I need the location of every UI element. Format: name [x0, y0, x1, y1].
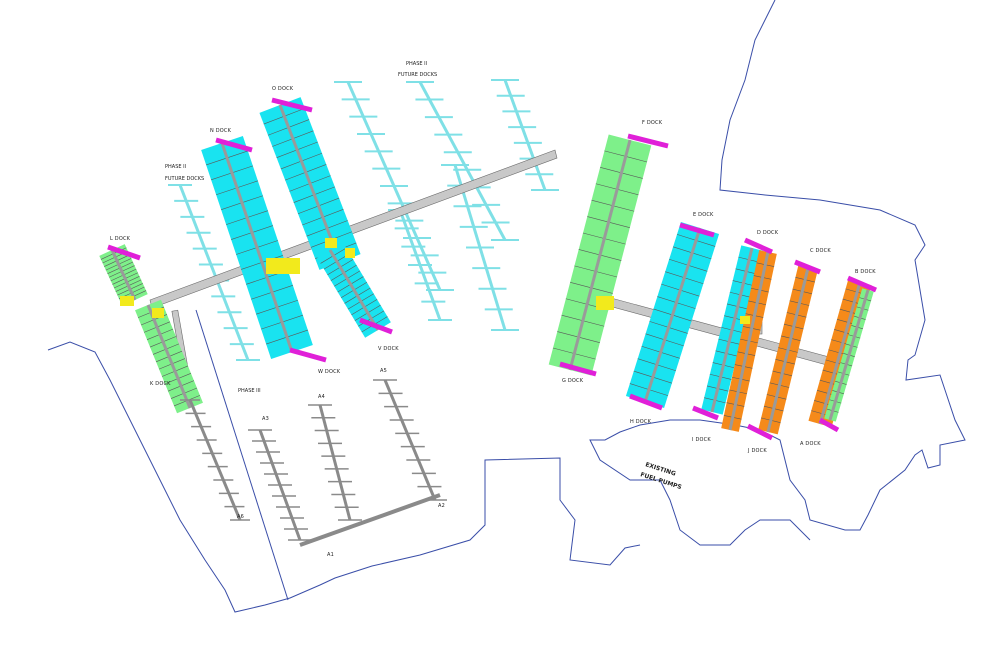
b-dock-spine	[818, 281, 862, 425]
shoreline	[47, 0, 966, 613]
label-l-dock: L DOCK	[110, 236, 131, 242]
dock-end-cap	[746, 423, 774, 441]
label-j-dock: J DOCK	[747, 448, 767, 454]
dock-end-cap	[107, 244, 141, 261]
label-phase-ii-top-1: PHASE II	[406, 61, 427, 67]
dock-end-cap	[271, 97, 313, 113]
service-pad	[266, 258, 300, 274]
label-a-dock: A DOCK	[800, 441, 821, 447]
label-k-dock: K DOCK	[150, 381, 171, 387]
dock-end-cap	[559, 361, 597, 377]
label-d-dock: D DOCK	[757, 230, 779, 236]
service-pad	[120, 296, 134, 306]
dock-end-cap	[289, 347, 327, 363]
shoreline-right	[589, 0, 966, 546]
service-pad	[325, 238, 337, 248]
label-fuel-line2: FUEL PUMPS	[639, 471, 682, 491]
label-a2: A2	[438, 503, 445, 509]
v-dock-spine	[328, 249, 380, 331]
label-a3: A3	[262, 416, 269, 422]
label-phase-ii-left-2: FUTURE DOCKS	[165, 176, 204, 182]
dock-end-cap	[215, 137, 253, 153]
label-a1: A1	[327, 552, 334, 558]
n-dock-spine	[220, 142, 294, 353]
label-e-dock: E DOCK	[693, 212, 714, 218]
docks	[99, 97, 877, 441]
a-section-docks	[180, 309, 447, 601]
f-dock-spine	[568, 139, 632, 371]
o-dock-upper-spine	[278, 104, 342, 263]
a-dock-spine	[828, 289, 870, 421]
label-phase-ii-left-1: PHASE II	[165, 164, 186, 170]
dock-end-cap	[794, 259, 821, 275]
dock-end-cap	[679, 222, 715, 238]
label-n-dock: N DOCK	[210, 128, 232, 134]
dock-end-cap	[692, 405, 719, 421]
label-phase-ii-top-2: FUTURE DOCKS	[398, 72, 437, 78]
label-h-dock: H DOCK	[630, 419, 652, 425]
phase-iii-bulkhead	[195, 309, 289, 601]
k-dock-spine	[146, 304, 192, 409]
a-section-main-walk	[299, 493, 441, 547]
service-pad	[152, 308, 164, 318]
d-dock-spine	[710, 247, 754, 413]
c-dock-spine	[766, 267, 810, 433]
label-a6: A6	[237, 514, 244, 520]
shoreline-left	[47, 341, 641, 613]
label-g-dock: G DOCK	[562, 378, 584, 384]
a5-dock-spine	[383, 379, 437, 501]
a4-dock-spine	[318, 404, 352, 521]
future-dock-top-5-spine	[503, 79, 547, 191]
service-pad	[596, 296, 614, 310]
dock-end-cap	[743, 237, 774, 255]
dock-end-cap	[629, 393, 663, 411]
j-dock-lane-spine	[728, 251, 770, 431]
l-dock-spine	[110, 249, 137, 301]
label-a5: A5	[380, 368, 387, 374]
a6-dock-spine	[188, 399, 242, 521]
label-w-dock: W DOCK	[318, 369, 341, 375]
label-phase-iii: PHASE III	[238, 388, 261, 394]
label-c-dock: C DOCK	[810, 248, 831, 254]
label-i-dock: I DOCK	[692, 437, 711, 443]
dock-end-cap	[359, 317, 393, 335]
label-f-dock: F DOCK	[642, 120, 663, 126]
service-pad	[740, 316, 750, 324]
label-v-dock: V DOCK	[378, 346, 399, 352]
dock-end-cap	[818, 417, 840, 433]
label-a4: A4	[318, 394, 325, 400]
dock-end-cap	[627, 133, 669, 149]
e-dock-spine	[643, 227, 702, 403]
future-dock-top-2-spine	[418, 81, 507, 241]
service-pad	[345, 248, 355, 258]
future-dock-left-spine	[178, 184, 250, 361]
dock-end-cap	[847, 275, 877, 293]
label-o-dock: O DOCK	[272, 86, 294, 92]
label-b-dock: B DOCK	[855, 269, 876, 275]
